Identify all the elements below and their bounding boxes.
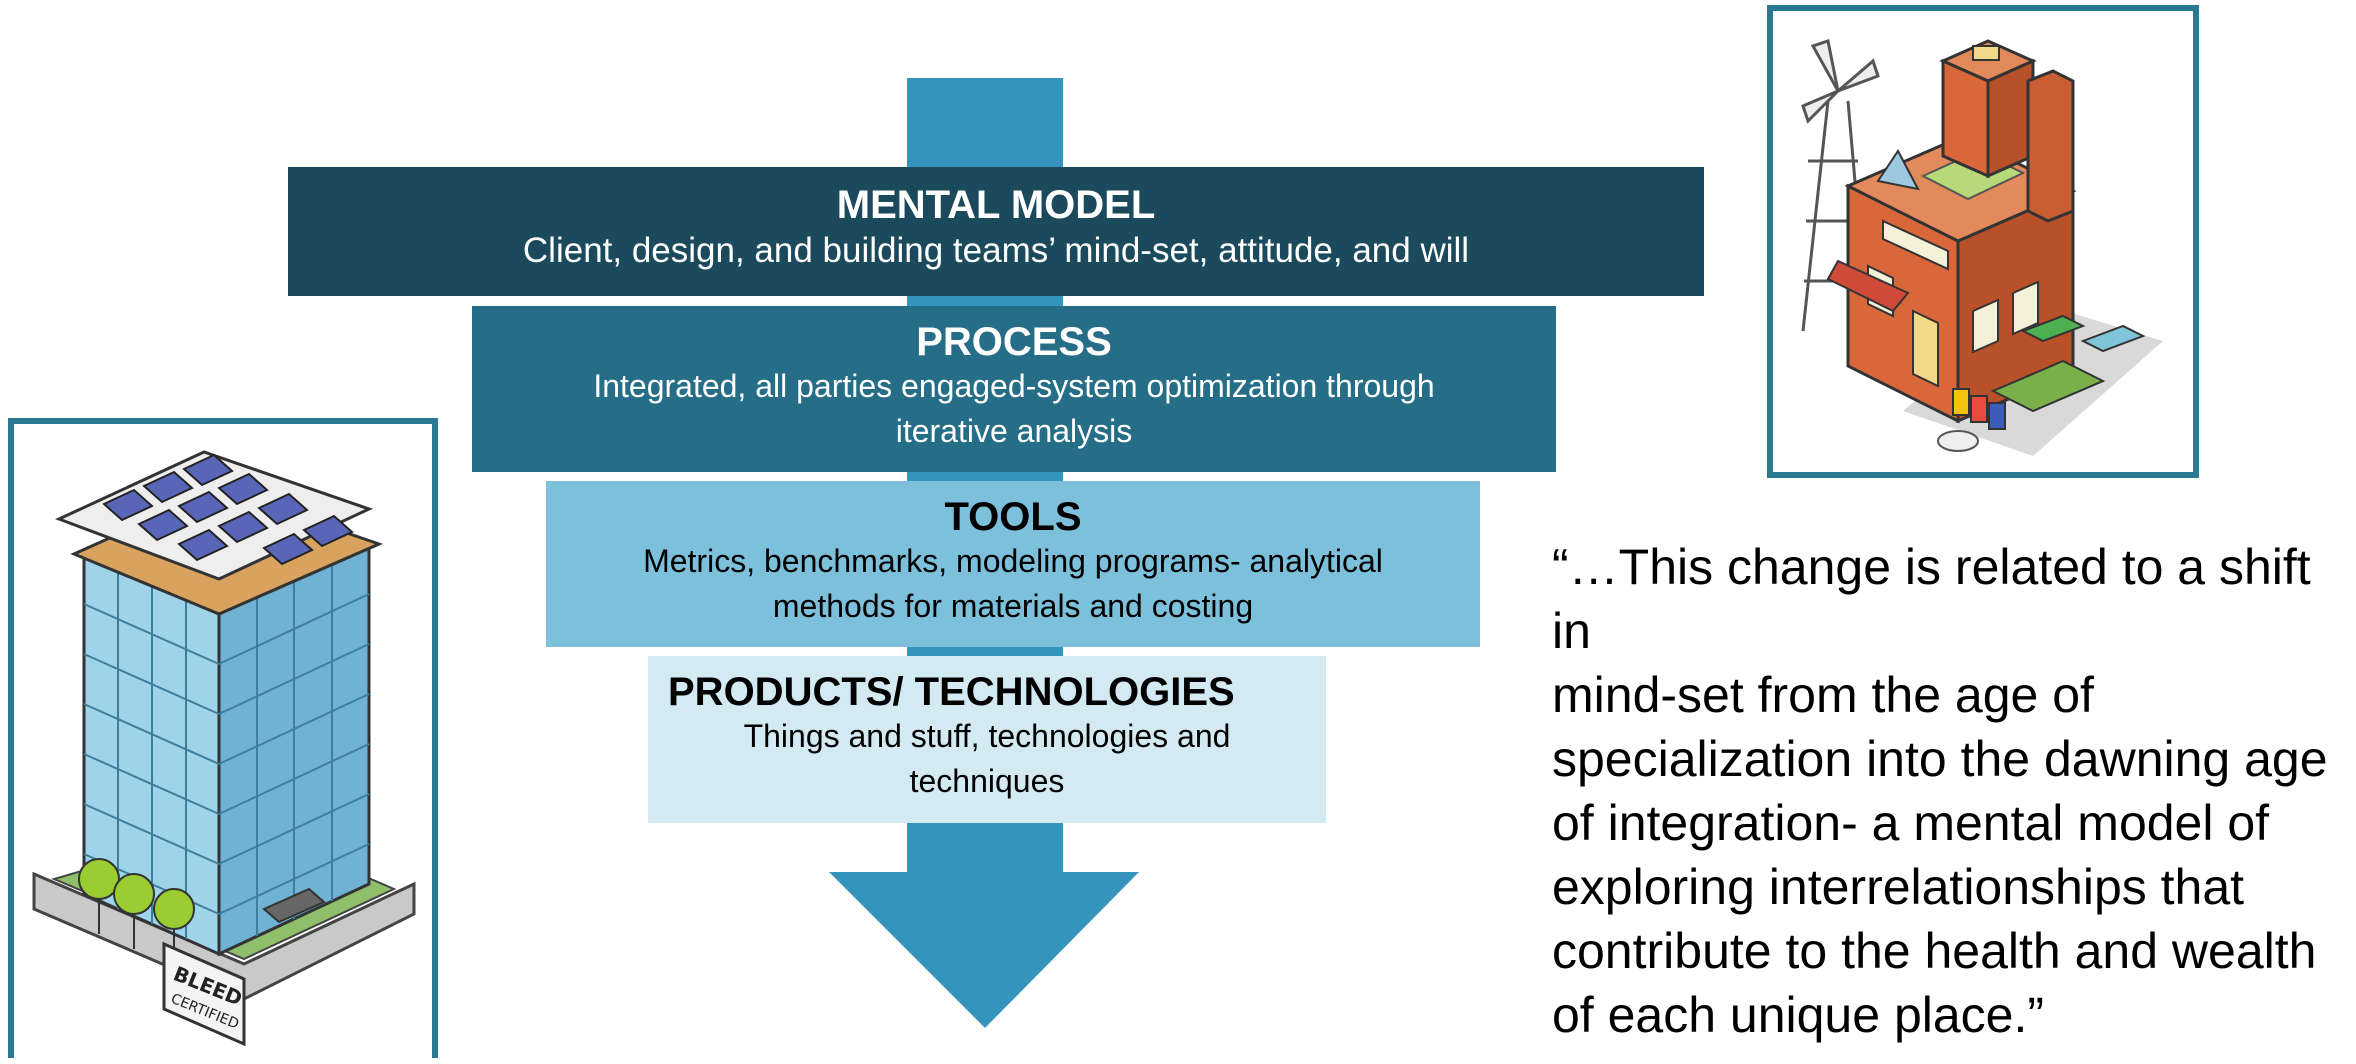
layer-title: TOOLS	[944, 495, 1082, 539]
illustration-frame-right	[1767, 5, 2199, 478]
layer-products-technologies: PRODUCTS/ TECHNOLOGIES Things and stuff,…	[648, 656, 1326, 823]
layer-description-line: Metrics, benchmarks, modeling programs- …	[643, 543, 1383, 579]
layer-description: Client, design, and building teams’ mind…	[522, 231, 1470, 270]
layer-description-line: Things and stuff, technologies and	[743, 718, 1231, 754]
quote-line: contribute to the health and wealth	[1552, 923, 2317, 979]
quote-line: exploring interrelationships that	[1552, 859, 2245, 915]
quote-line: specialization into the dawning age	[1552, 731, 2328, 787]
layer-process: PROCESS Integrated, all parties engaged-…	[472, 306, 1556, 472]
layer-title: PRODUCTS/ TECHNOLOGIES	[668, 670, 1235, 714]
quote-line: of integration- a mental model of	[1552, 795, 2270, 851]
layer-description-line: iterative analysis	[895, 413, 1133, 449]
layer-title: PROCESS	[916, 320, 1112, 364]
layer-title: MENTAL MODEL	[836, 183, 1156, 227]
layer-tools: TOOLS Metrics, benchmarks, modeling prog…	[546, 481, 1480, 647]
quote-line: mind-set from the age of	[1552, 667, 2094, 723]
green-office-building-icon: BLEED CERTIFIED	[32, 450, 416, 1047]
quote-line: of each unique place.”	[1552, 987, 2045, 1043]
layer-description-line: techniques	[909, 763, 1065, 799]
layer-description-line: Integrated, all parties engaged-system o…	[593, 368, 1435, 404]
brick-house-windmill-icon	[1801, 39, 2163, 456]
illustration-frame-left: BLEED CERTIFIED	[8, 418, 438, 1058]
quote: “…This change is related to a shift in m…	[1552, 535, 2352, 1047]
layer-mental-model: MENTAL MODEL Client, design, and buildin…	[288, 167, 1704, 296]
layer-description-line: methods for materials and costing	[772, 588, 1254, 624]
quote-line: “…This change is related to a shift in	[1552, 539, 2311, 659]
